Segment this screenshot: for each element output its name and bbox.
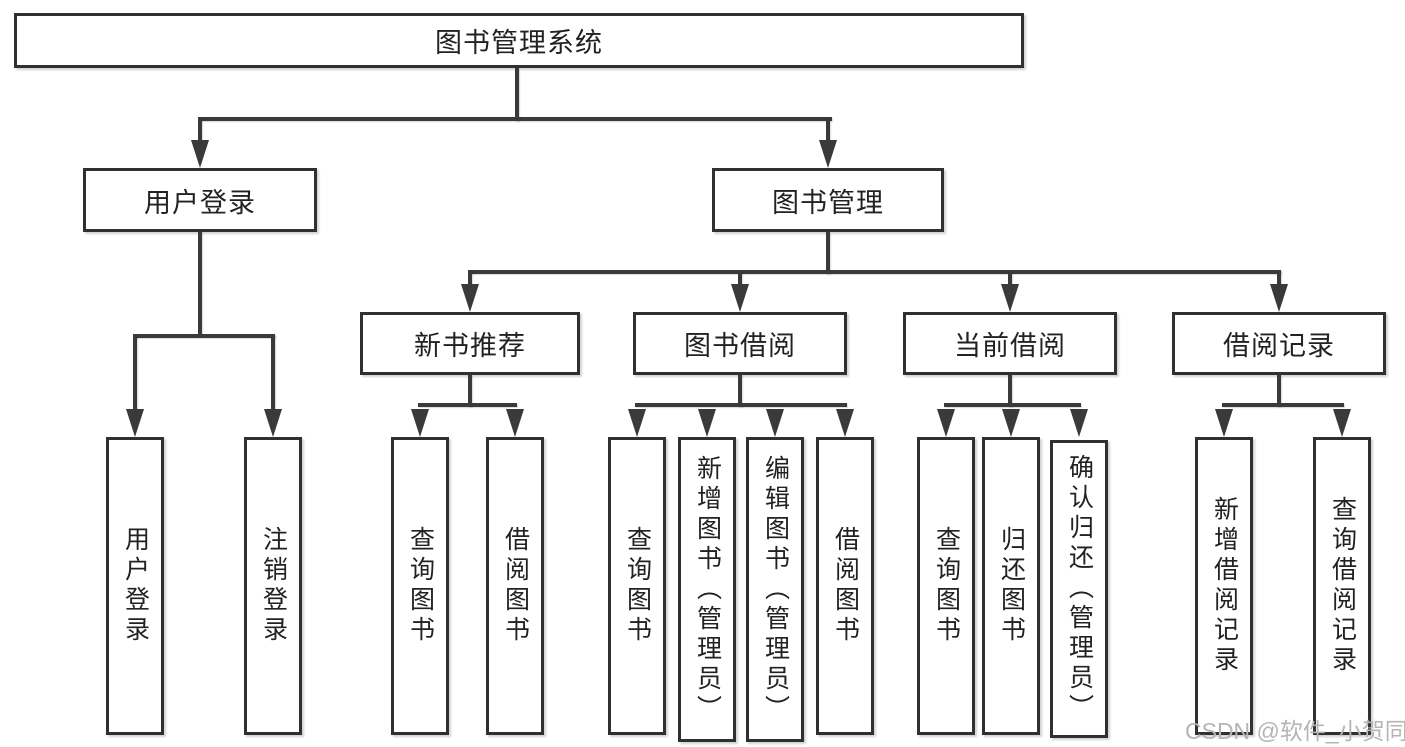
leaf-current-return-books: 归还图书 xyxy=(982,437,1040,735)
arrow-borrowrecord-child-2 xyxy=(1333,409,1351,437)
leaf-newbook-borrow-books-label: 借阅图书 xyxy=(501,526,530,646)
arrow-to-book-mgmt xyxy=(819,140,837,168)
leaf-current-query-books-label: 查询图书 xyxy=(932,526,961,646)
arrow-currentborrow-child-1 xyxy=(937,409,955,437)
leaf-borrow-borrow-books-label: 借阅图书 xyxy=(831,526,860,646)
leaf-current-confirm-return-admin: 确认归还（管理员） xyxy=(1050,440,1108,738)
node-user-login: 用户登录 xyxy=(83,168,317,232)
leaf-record-query-record: 查询借阅记录 xyxy=(1313,437,1371,735)
connector-currentborrow-horizontal xyxy=(944,403,1081,407)
connector-drop-leaf-logout xyxy=(271,334,275,412)
csdn-watermark: CSDN @软件_小贺同学 xyxy=(1185,718,1405,744)
connector-root-horizontal xyxy=(198,117,832,121)
leaf-borrow-add-books-admin: 新增图书（管理员） xyxy=(678,437,736,742)
connector-currentborrow-stub xyxy=(1008,375,1012,407)
arrow-newbook-child-2 xyxy=(506,409,524,437)
arrow-to-bookborrow xyxy=(731,284,749,312)
arrow-bookborrow-child-4 xyxy=(836,409,854,437)
connector-bookborrow-stub xyxy=(738,375,742,407)
leaf-borrow-borrow-books: 借阅图书 xyxy=(816,437,874,735)
node-current-borrowing: 当前借阅 xyxy=(903,312,1117,375)
connector-drop-leaf-login xyxy=(133,334,137,412)
leaf-borrow-add-books-admin-label: 新增图书（管理员） xyxy=(693,454,722,725)
connector-drop-borrowrecord xyxy=(1277,270,1281,286)
leaf-record-add-record: 新增借阅记录 xyxy=(1195,437,1253,735)
connector-newbook-horizontal xyxy=(418,403,517,407)
leaf-newbook-query-books: 查询图书 xyxy=(391,437,449,735)
arrow-to-currentborrow xyxy=(1001,284,1019,312)
arrow-currentborrow-child-2 xyxy=(1002,409,1020,437)
leaf-user-login-label: 用户登录 xyxy=(121,526,150,646)
leaf-record-add-record-label: 新增借阅记录 xyxy=(1210,496,1239,676)
leaf-borrow-query-books: 查询图书 xyxy=(608,437,666,735)
node-library-system: 图书管理系统 xyxy=(14,13,1024,68)
connector-root-stub xyxy=(515,68,519,121)
arrow-to-user-login xyxy=(191,140,209,168)
leaf-current-query-books: 查询图书 xyxy=(917,437,975,735)
leaf-logout-label: 注销登录 xyxy=(259,526,288,646)
leaf-newbook-borrow-books: 借阅图书 xyxy=(486,437,544,735)
node-new-book-recommend: 新书推荐 xyxy=(360,312,580,375)
leaf-logout: 注销登录 xyxy=(244,437,302,735)
arrow-bookborrow-child-1 xyxy=(628,409,646,437)
leaf-current-return-books-label: 归还图书 xyxy=(997,526,1026,646)
arrow-newbook-child-1 xyxy=(411,409,429,437)
node-book-management: 图书管理 xyxy=(712,168,944,232)
arrow-bookborrow-child-2 xyxy=(698,409,716,437)
arrow-to-leaf-login xyxy=(126,409,144,437)
connector-bookmgmt-stub xyxy=(826,232,830,274)
arrow-to-borrowrecord xyxy=(1270,284,1288,312)
leaf-borrow-query-books-label: 查询图书 xyxy=(623,526,652,646)
connector-drop-currentborrow xyxy=(1008,270,1012,286)
leaf-borrow-edit-books-admin: 编辑图书（管理员） xyxy=(746,437,804,742)
node-borrowing-records: 借阅记录 xyxy=(1172,312,1386,375)
arrow-to-newbook xyxy=(461,284,479,312)
connector-drop-newbook xyxy=(468,270,472,286)
arrow-to-leaf-logout xyxy=(264,409,282,437)
node-book-borrowing: 图书借阅 xyxy=(633,312,847,375)
connector-borrowrecord-stub xyxy=(1277,375,1281,407)
arrow-bookborrow-child-3 xyxy=(766,409,784,437)
connector-drop-user-login xyxy=(198,117,202,143)
connector-newbook-stub xyxy=(468,375,472,407)
leaf-newbook-query-books-label: 查询图书 xyxy=(406,526,435,646)
connector-userlogin-stub xyxy=(198,232,202,336)
arrow-borrowrecord-child-1 xyxy=(1215,409,1233,437)
connector-borrowrecord-horizontal xyxy=(1222,403,1344,407)
leaf-current-confirm-return-admin-label: 确认归还（管理员） xyxy=(1065,454,1094,724)
connector-userlogin-horizontal xyxy=(133,334,275,338)
leaf-record-query-record-label: 查询借阅记录 xyxy=(1328,496,1357,676)
leaf-user-login: 用户登录 xyxy=(106,437,164,735)
connector-bookmgmt-horizontal xyxy=(468,270,1281,274)
arrow-currentborrow-child-3 xyxy=(1070,409,1088,437)
connector-bookborrow-horizontal xyxy=(635,403,847,407)
leaf-borrow-edit-books-admin-label: 编辑图书（管理员） xyxy=(761,454,790,725)
connector-drop-book-mgmt xyxy=(826,117,830,143)
connector-drop-bookborrow xyxy=(738,270,742,286)
